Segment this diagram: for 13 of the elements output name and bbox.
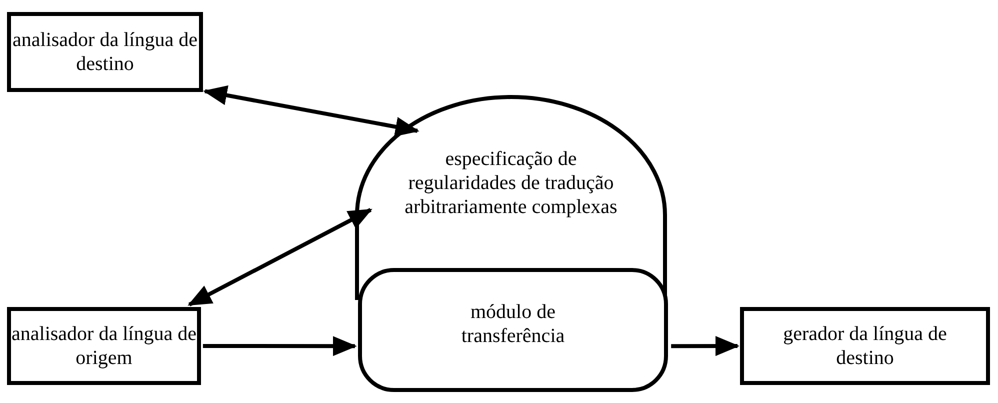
rounded-box [358,268,668,392]
process-box [740,307,990,385]
arrow [202,336,357,356]
node-label: especificação de regularidades de tradução arbitrariamente complexas [404,147,618,219]
process-box [7,307,201,385]
node-label: analisador da língua de destino [12,28,198,76]
arrow [203,85,420,137]
arrow [671,336,740,356]
node-label: gerador da língua de destino [782,322,948,370]
node-label: analisador da língua de origem [11,322,197,370]
arrow [188,208,372,306]
node-label: módulo de transferência [460,300,566,348]
process-box [7,12,203,92]
